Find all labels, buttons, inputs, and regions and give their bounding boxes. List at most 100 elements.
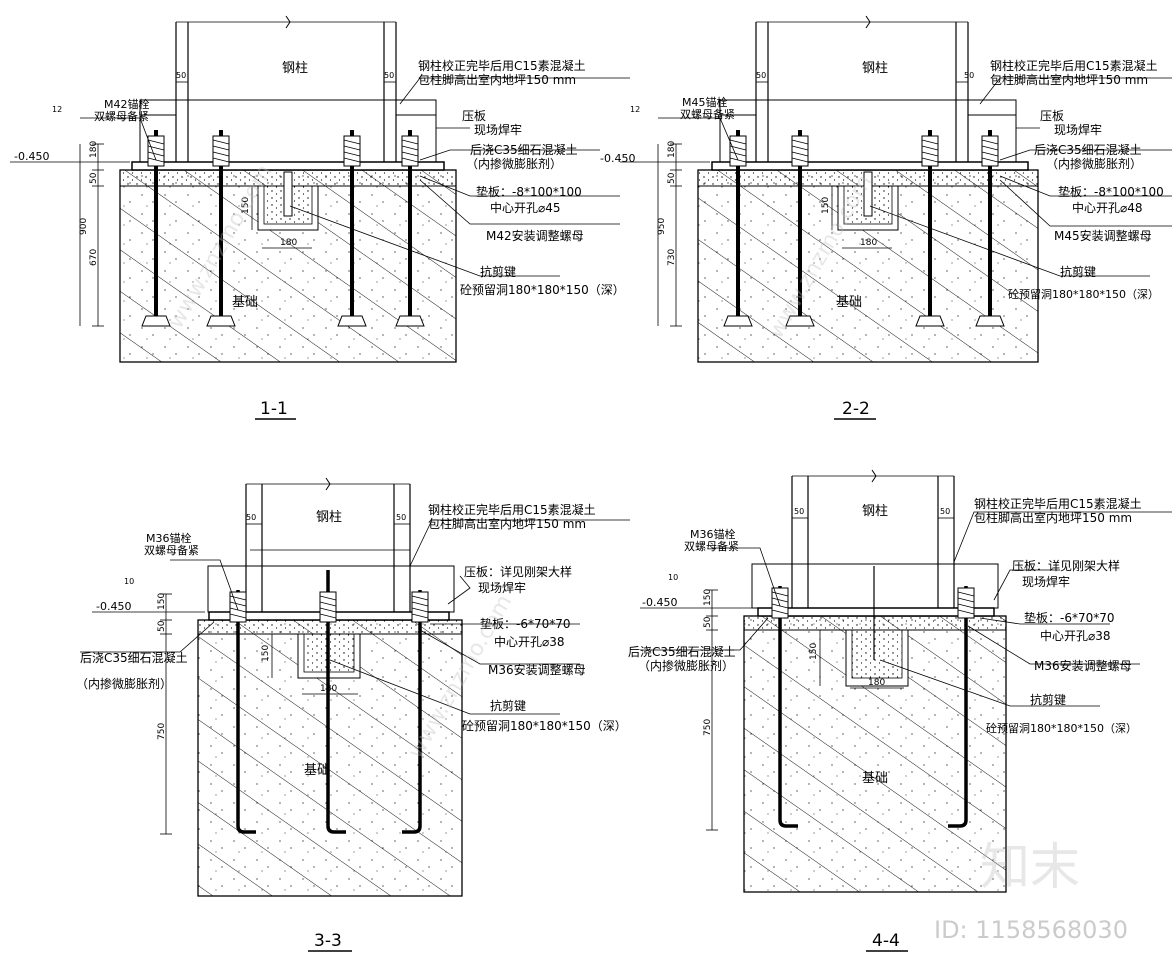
pad-label-line2: 中心开孔⌀45 xyxy=(490,200,561,215)
dim-top: 150 xyxy=(703,589,713,606)
anchor-bolt xyxy=(915,130,945,327)
encase-note-line2: 包柱脚高出室内地坪150 mm xyxy=(974,510,1132,525)
nut-label: M42安装调整螺母 xyxy=(486,228,584,243)
foundation-label: 基础 xyxy=(304,763,330,778)
dim-grout: 50 xyxy=(157,620,167,632)
plate-label-line2: 现场焊牢 xyxy=(1054,122,1102,137)
base-plate xyxy=(711,161,1029,171)
nut-label: M45安装调整螺母 xyxy=(1054,228,1152,243)
dim-embed: 730 xyxy=(667,249,677,266)
dim-gap-left: 50 xyxy=(794,507,804,516)
dimension-lines xyxy=(92,523,410,835)
dim-embed: 670 xyxy=(89,249,99,266)
section-title: 4-4 xyxy=(872,931,900,951)
anchor-bolt xyxy=(206,130,236,327)
level-mark: -0.450 xyxy=(600,152,635,165)
hole-label: 砼预留洞180*180*150（深） xyxy=(986,722,1137,735)
shear-key xyxy=(863,171,873,217)
anchor-bolt xyxy=(785,130,815,327)
pad-label-line1: 垫板：-6*70*70 xyxy=(1024,610,1115,625)
dim-hole-depth: 150 xyxy=(261,645,271,662)
dim-embed: 750 xyxy=(157,723,167,740)
detail-3-3: 750 150 50 180 150 50 50 钢柱 钢柱校正完毕后用C15素… xyxy=(76,477,630,952)
dim-gap-right: 50 xyxy=(964,71,974,80)
grout-label-line1: 后浇C35细石混凝土 xyxy=(80,650,188,665)
plate-label-line2: 现场焊牢 xyxy=(478,580,526,595)
dim-gap-left: 50 xyxy=(176,71,186,80)
concrete-encasement xyxy=(139,99,437,163)
section-title: 2-2 xyxy=(842,399,870,419)
encase-note-line2: 包柱脚高出室内地坪150 mm xyxy=(418,72,576,87)
encase-note-line2: 包柱脚高出室内地坪150 mm xyxy=(990,72,1148,87)
plate-label-line2: 现场焊牢 xyxy=(474,122,522,137)
pad-label-line1: 垫板：-8*100*100 xyxy=(1058,184,1164,199)
dim-top: 150 xyxy=(157,593,167,610)
detail-2-2: 950 730 180 50 180 150 50 50 钢柱 钢柱校正完毕后用… xyxy=(600,15,1172,420)
dim-top: 180 xyxy=(667,141,677,158)
anchor-label-line1: M36锚栓 xyxy=(690,527,736,541)
foundation-label: 基础 xyxy=(862,771,888,786)
anchor-bolts xyxy=(723,130,1005,327)
anchor-label-line2: 双螺母备紧 xyxy=(144,543,199,557)
anchor-bolts xyxy=(771,586,975,828)
grout-label-line1: 后浇C35细石混凝土 xyxy=(628,644,736,659)
pad-label-line2: 中心开孔⌀38 xyxy=(1040,628,1111,643)
pad-label-line1: 垫板：-6*70*70 xyxy=(480,616,571,631)
dim-hole-width: 180 xyxy=(280,238,297,248)
watermark-brand: 知末 xyxy=(980,838,1080,896)
anchor-bolt xyxy=(395,130,425,327)
anchor-bolt xyxy=(402,590,429,834)
leader-lines xyxy=(658,77,1172,277)
leader-lines xyxy=(640,511,1172,707)
level-mark: -0.450 xyxy=(642,596,677,609)
level-mark: -0.450 xyxy=(14,150,49,163)
anchor-label-line1: M45锚栓 xyxy=(682,95,728,109)
anchor-bolts xyxy=(141,130,425,327)
steel-column xyxy=(245,477,411,612)
concrete-encasement xyxy=(751,563,999,609)
dim-hole-width: 180 xyxy=(860,238,877,248)
column-label: 钢柱 xyxy=(862,504,888,519)
anchor-bolt xyxy=(723,130,753,327)
plate-label-line1: 压板：详见刚架大样 xyxy=(464,564,572,579)
encase-note-line1: 钢柱校正完毕后用C15素混凝土 xyxy=(418,58,586,73)
dim-gap-right: 50 xyxy=(384,71,394,80)
dim-hole-depth: 150 xyxy=(821,197,831,214)
foundation-label: 基础 xyxy=(836,295,862,310)
grout-label-line2: （内掺微膨胀剂） xyxy=(76,676,172,691)
dim-grout: 50 xyxy=(89,172,99,184)
shear-key xyxy=(283,171,293,217)
leader-lines xyxy=(80,77,630,277)
anchor-bolt xyxy=(337,130,367,327)
encase-note-line2: 包柱脚高出室内地坪150 mm xyxy=(428,516,586,531)
anchor-label-line2: 双螺母备紧 xyxy=(684,539,739,553)
encase-note-line1: 钢柱校正完毕后用C15素混凝土 xyxy=(990,58,1158,73)
column-label: 钢柱 xyxy=(282,61,308,76)
grout-label-line2: （内掺微膨胀剂） xyxy=(638,658,734,673)
pad-label-line2: 中心开孔⌀48 xyxy=(1072,200,1143,215)
dim-gap-right: 50 xyxy=(396,513,406,522)
shear-key-label: 抗剪键 xyxy=(1060,264,1096,279)
dim-grout: 50 xyxy=(667,172,677,184)
concrete-encasement xyxy=(719,99,1017,163)
anchor-bolts xyxy=(229,570,429,834)
weld-size: 12 xyxy=(630,105,640,114)
dim-total: 900 xyxy=(79,218,89,235)
anchor-label-line1: M42锚栓 xyxy=(104,97,150,111)
foundation-label: 基础 xyxy=(232,295,258,310)
encase-note-line1: 钢柱校正完毕后用C15素混凝土 xyxy=(428,502,596,517)
dimension-lines xyxy=(620,81,968,327)
dim-hole-depth: 150 xyxy=(241,197,251,214)
pad-label-line1: 垫板：-8*100*100 xyxy=(476,184,582,199)
steel-column xyxy=(175,15,397,162)
weld-size: 10 xyxy=(124,577,134,586)
grout-label-line1: 后浇C35细石混凝土 xyxy=(1034,142,1142,157)
shear-key-label: 抗剪键 xyxy=(490,698,526,713)
weld-size: 10 xyxy=(668,573,678,582)
dim-embed: 750 xyxy=(703,719,713,736)
leader-lines xyxy=(80,519,630,715)
anchor-bolt xyxy=(948,586,975,828)
dim-hole-depth: 150 xyxy=(809,643,819,660)
grout-label-line2: （内掺微膨胀剂） xyxy=(1046,156,1142,171)
level-mark: -0.450 xyxy=(96,600,131,613)
